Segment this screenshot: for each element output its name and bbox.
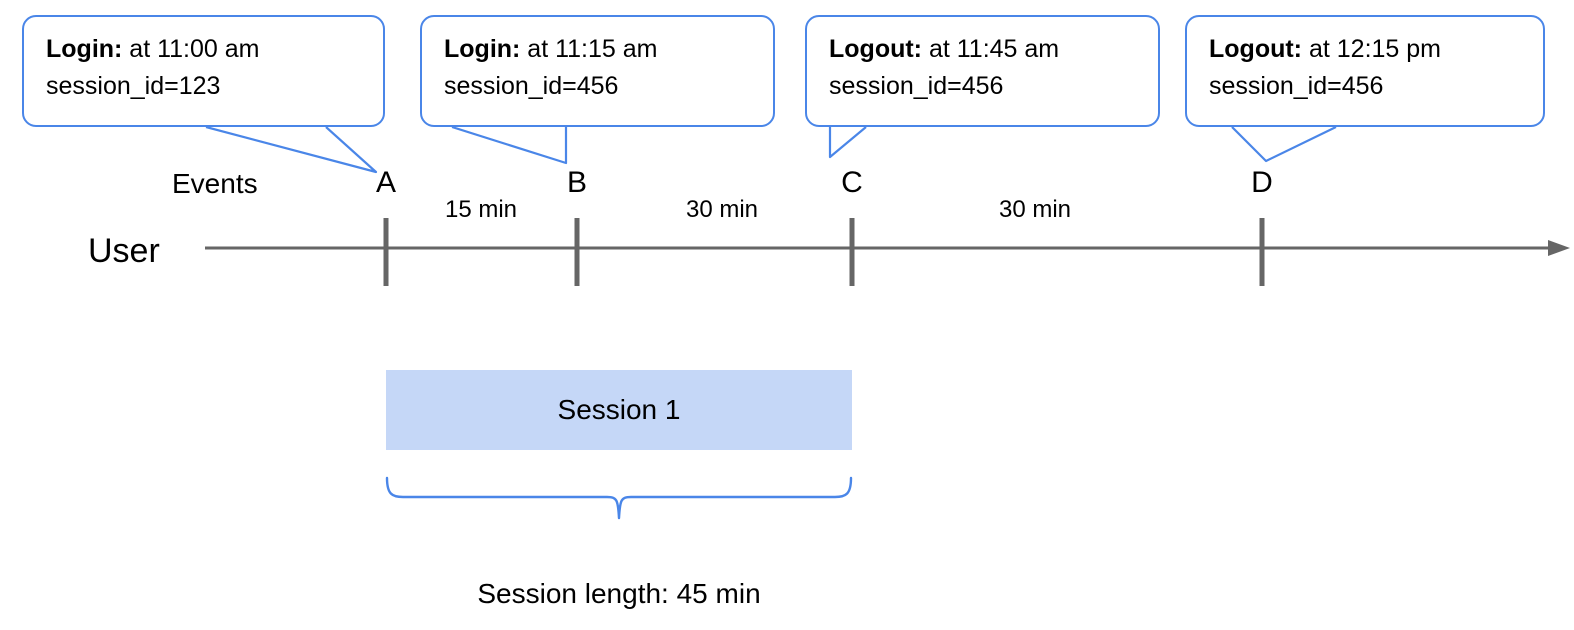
callout-d-detail: session_id=456	[1209, 72, 1384, 100]
callout-b-label: Login:	[444, 35, 521, 63]
callout-event-c[interactable]: Logout: at 11:45 am session_id=456	[805, 15, 1160, 127]
callout-c-label: Logout:	[829, 35, 923, 63]
callout-b-text: Login: at 11:15 am session_id=456	[444, 31, 763, 105]
interval-label-c-d: 30 min	[998, 196, 1072, 223]
event-marker-c[interactable]: C	[841, 166, 863, 199]
callout-event-d[interactable]: Logout: at 12:15 pm session_id=456	[1185, 15, 1545, 127]
interval-label-b-c: 30 min	[685, 196, 759, 223]
callout-d-time: at 12:15 pm	[1302, 35, 1441, 63]
events-row-label: Events	[172, 168, 258, 199]
callout-c-time: at 11:45 am	[922, 35, 1060, 63]
callout-b-tail	[451, 125, 568, 165]
callout-a-detail: session_id=123	[46, 72, 221, 100]
event-marker-b[interactable]: B	[566, 166, 587, 199]
callout-c-tail	[828, 126, 867, 159]
callout-c-detail: session_id=456	[829, 72, 1004, 100]
callout-event-a[interactable]: Login: at 11:00 am session_id=123	[22, 15, 385, 127]
callout-a-tail	[205, 125, 378, 174]
event-marker-d[interactable]: D	[1251, 166, 1273, 199]
callout-d-label: Logout:	[1209, 35, 1303, 63]
callout-a-time: at 11:00 am	[122, 35, 260, 63]
session-span-brace	[385, 476, 853, 520]
user-row-label: User	[88, 232, 160, 270]
event-marker-a[interactable]: A	[375, 166, 396, 199]
interval-label-a-b: 15 min	[444, 196, 518, 223]
callout-d-text: Logout: at 12:15 pm session_id=456	[1209, 31, 1533, 105]
session-bar-label: Session 1	[557, 394, 681, 425]
callout-c-text: Logout: at 11:45 am session_id=456	[829, 31, 1148, 105]
timeline-arrowhead-icon	[1548, 240, 1570, 256]
callout-b-detail: session_id=456	[444, 72, 619, 100]
session-bar[interactable]: Session 1	[386, 370, 852, 450]
callout-a-label: Login:	[46, 35, 123, 63]
callout-a-text: Login: at 11:00 am session_id=123	[46, 31, 373, 105]
callout-event-b[interactable]: Login: at 11:15 am session_id=456	[420, 15, 775, 127]
callout-b-time: at 11:15 am	[520, 35, 658, 63]
session-length-caption: Session length: 45 min	[477, 578, 761, 609]
callout-d-tail	[1231, 126, 1337, 163]
